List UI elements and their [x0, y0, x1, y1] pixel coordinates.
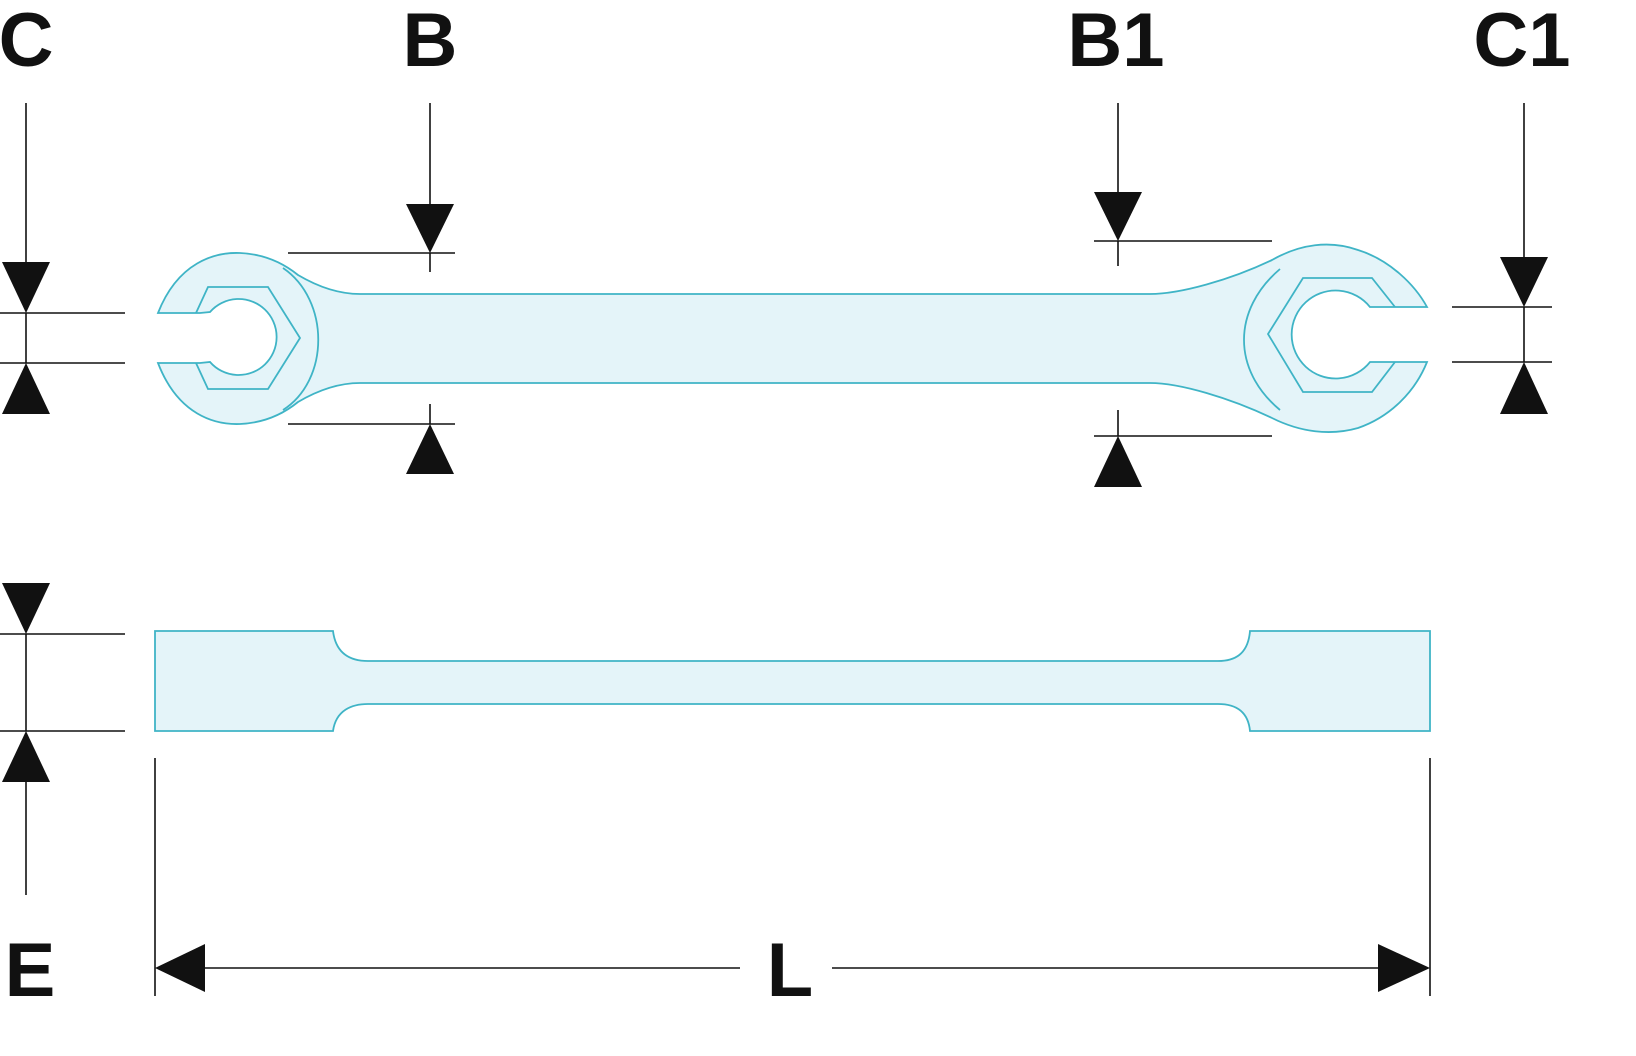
dimension-c1: C1: [1452, 0, 1571, 414]
dimension-c: C: [0, 0, 125, 414]
dimension-b: B: [288, 0, 457, 474]
dim-l-arrow-left: [155, 944, 205, 992]
label-e: E: [5, 928, 56, 1013]
left-hex-outline: [195, 286, 302, 390]
wrench-side-body: [154, 630, 1431, 732]
dim-b-arrow-up: [406, 424, 454, 474]
dim-b-arrow-down: [406, 204, 454, 253]
right-head-arc: [1243, 268, 1281, 411]
right-hex-outline: [1266, 277, 1396, 393]
label-b: B: [403, 0, 458, 83]
dim-e-arrow-up: [2, 731, 50, 782]
dim-b1-arrow-up: [1094, 436, 1142, 487]
dim-c-arrow-up: [2, 363, 50, 414]
dim-e-arrow-down: [2, 583, 50, 634]
label-c1: C1: [1473, 0, 1570, 83]
label-c: C: [0, 0, 53, 83]
label-b1: B1: [1067, 0, 1164, 83]
dim-c-arrow-down: [2, 262, 50, 313]
dim-c1-arrow-down: [1500, 257, 1548, 307]
wrench-side-view: [154, 630, 1431, 732]
dim-b1-arrow-down: [1094, 192, 1142, 241]
dimension-b1: B1: [1067, 0, 1272, 487]
dim-c1-arrow-up: [1500, 362, 1548, 414]
left-head-arc: [282, 267, 320, 411]
dimension-e: E: [0, 583, 125, 1013]
dimension-l: L: [154, 758, 1431, 1013]
dim-l-arrow-right: [1378, 944, 1430, 992]
label-l: L: [767, 928, 813, 1013]
wrench-top-view: [156, 243, 1429, 433]
wrench-top-body: [156, 243, 1429, 433]
